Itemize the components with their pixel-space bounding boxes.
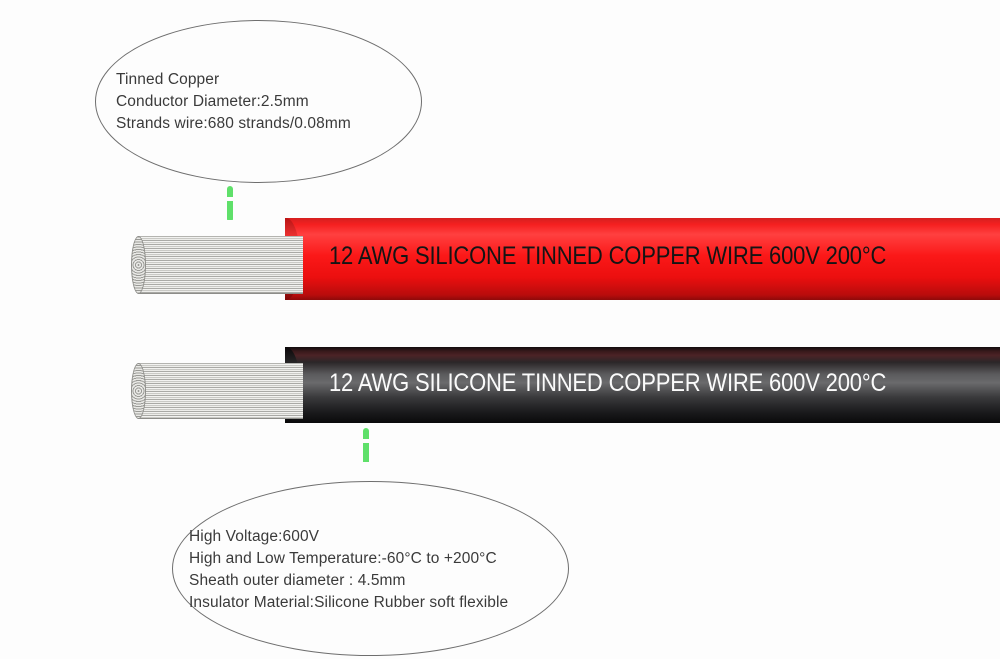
insulation-spec-line-4: Insulator Material:Silicone Rubber soft … [189,594,509,611]
red-wire-sheath: 12 AWG SILICONE TINNED COPPER WIRE 600V … [285,218,1000,300]
black-wire-sheath: 12 AWG SILICONE TINNED COPPER WIRE 600V … [285,347,1000,423]
conductor-spec-line-1: Tinned Copper [116,71,220,88]
red-wire-print-text: 12 AWG SILICONE TINNED COPPER WIRE 600V … [329,242,887,270]
conductor-spec-line-3: Strands wire:680 strands/0.08mm [116,115,351,132]
red-wire-strand-cross-section [131,236,146,294]
insulation-spec-line-1: High Voltage:600V [189,528,320,545]
black-sheath-body [285,347,1000,423]
insulation-callout-ellipse [172,481,569,656]
red-wire-tinned-copper-strands [138,236,303,294]
conductor-spec-line-2: Conductor Diameter:2.5mm [116,93,309,110]
insulation-spec-line-2: High and Low Temperature:-60°C to +200°C [189,550,497,567]
insulation-callout-text: High Voltage:600V High and Low Temperatu… [189,526,508,614]
conductor-callout-ellipse [95,20,422,183]
red-sheath-body [285,218,1000,300]
black-wire-strand-cross-section [131,363,146,419]
pointer-to-insulation [363,428,369,476]
conductor-callout-text: Tinned Copper Conductor Diameter:2.5mm S… [116,69,351,135]
insulation-spec-line-3: Sheath outer diameter : 4.5mm [189,572,406,589]
pointer-to-conductor [227,186,233,222]
black-wire-print-text: 12 AWG SILICONE TINNED COPPER WIRE 600V … [329,369,887,397]
black-wire-tinned-copper-strands [138,363,303,419]
